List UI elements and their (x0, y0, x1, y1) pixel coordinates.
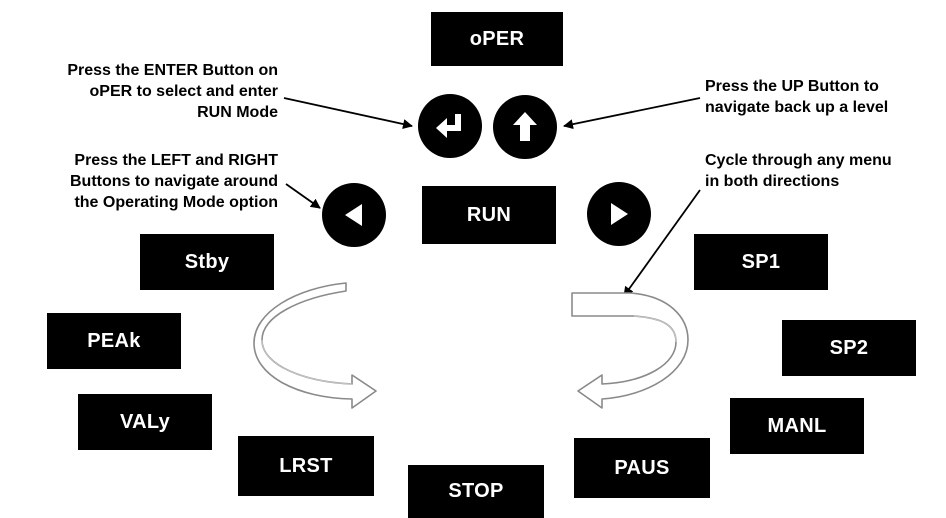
pointer-left-right (285, 183, 321, 209)
left-button[interactable] (322, 183, 386, 247)
note-enter-line-1: Press the ENTER Button on (67, 62, 278, 79)
note-up: Press the UP Button to navigate back up … (705, 76, 888, 118)
mode-box-manl: MANL (730, 398, 864, 454)
curl-arrow-right (571, 292, 689, 409)
right-arrow-icon (611, 203, 628, 225)
up-arrow-icon (513, 112, 537, 141)
note-enter-line-3: RUN Mode (197, 104, 278, 121)
right-button[interactable] (587, 182, 651, 246)
mode-box-stop: STOP (408, 465, 544, 518)
pointer-up (563, 97, 701, 130)
note-up-line-2: navigate back up a level (705, 99, 889, 116)
note-cycle-line-1: Cycle through any menu (705, 152, 892, 169)
enter-button[interactable] (418, 94, 482, 158)
curl-arrow-left (253, 282, 377, 409)
note-cycle-line-2: in both directions (705, 173, 840, 190)
mode-box-paus: PAUS (574, 438, 710, 498)
up-button[interactable] (493, 95, 557, 159)
mode-box-sp2: SP2 (782, 320, 916, 376)
mode-box-peak: PEAk (47, 313, 181, 369)
mode-box-lrst: LRST (238, 436, 374, 496)
note-left-right-line-2: Buttons to navigate around (70, 173, 278, 190)
note-up-line-1: Press the UP Button to (705, 78, 879, 95)
mode-box-run: RUN (422, 186, 556, 244)
mode-box-sp1: SP1 (694, 234, 828, 290)
mode-box-stby: Stby (140, 234, 274, 290)
enter-icon (436, 114, 461, 138)
note-enter: Press the ENTER Button on oPER to select… (67, 60, 278, 123)
note-cycle: Cycle through any menu in both direction… (705, 150, 892, 192)
note-left-right: Press the LEFT and RIGHT Buttons to navi… (70, 150, 278, 213)
mode-box-valy: VALy (78, 394, 212, 450)
left-arrow-icon (345, 204, 362, 226)
note-enter-line-2: oPER to select and enter (89, 83, 279, 100)
note-left-right-line-3: the Operating Mode option (74, 194, 278, 211)
note-left-right-line-1: Press the LEFT and RIGHT (74, 152, 278, 169)
pointer-cycle (623, 189, 701, 297)
pointer-enter (283, 97, 413, 129)
mode-box-oper: oPER (431, 12, 563, 66)
